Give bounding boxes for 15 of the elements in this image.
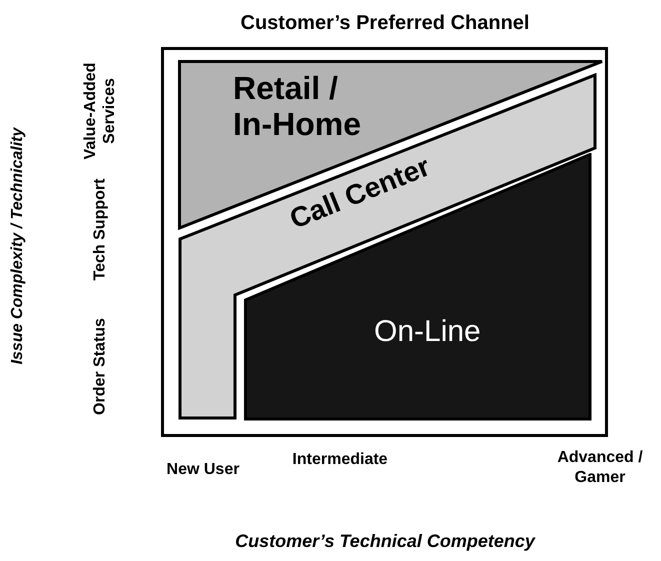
channel-region (178, 60, 604, 230)
channel-region (178, 73, 598, 420)
channel-region (244, 153, 592, 421)
axis-tick-label: Advanced / Gamer (556, 448, 644, 488)
axis-tick-label: Value-Added Services (81, 62, 119, 162)
axis-tick-label: Intermediate (291, 450, 389, 470)
region-label: Call Center (285, 150, 434, 236)
axis-tick-label: Tech Support (90, 178, 110, 282)
region-label: Retail / In-Home (233, 70, 362, 142)
region-label: On-Line (374, 315, 481, 349)
axis-title: Customer’s Technical Competency (234, 530, 536, 553)
chart-title: Customer’s Preferred Channel (240, 11, 530, 36)
axis-title: Issue Complexity / Technicality (8, 126, 27, 366)
axis-tick-label: New User (166, 460, 240, 480)
axis-tick-label: Order Status (90, 317, 110, 417)
